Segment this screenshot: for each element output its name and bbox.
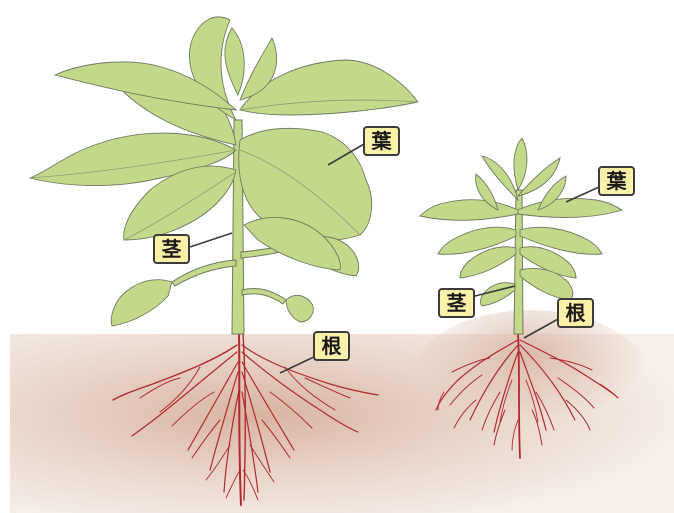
- left-branch: [242, 288, 286, 304]
- left-leaves: [30, 17, 418, 326]
- root-label-left: 根: [313, 331, 350, 361]
- stem-label-left: 茎: [153, 234, 190, 264]
- leaf-label-left: 葉: [363, 126, 400, 156]
- root-label-right: 根: [557, 298, 594, 328]
- stem-label-right: 茎: [438, 288, 475, 318]
- leaf-label-right: 葉: [598, 166, 635, 196]
